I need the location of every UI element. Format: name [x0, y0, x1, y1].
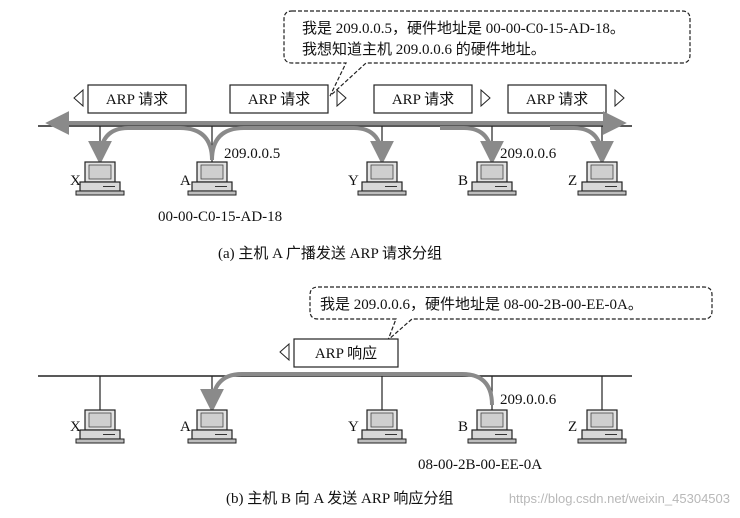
- panel-a-speech-bubble: 我是 209.0.0.5，硬件地址是 00-00-C0-15-AD-18。 我想…: [283, 10, 691, 97]
- mac-a-label: 00-00-C0-15-AD-18: [158, 209, 282, 225]
- host-z-a: [577, 161, 627, 196]
- arp-reply-box: ARP 响应: [279, 338, 399, 368]
- host-label-a-b: A: [180, 419, 191, 435]
- host-y-b: [357, 409, 407, 444]
- mac-b-label: 08-00-2B-00-EE-0A: [418, 457, 542, 473]
- host-label-x-b: X: [70, 419, 81, 435]
- host-label-x-a: X: [70, 173, 81, 189]
- broadcast-arrows-a: [45, 111, 627, 165]
- bubble-a-line1: 我是 209.0.0.5，硬件地址是 00-00-C0-15-AD-18。: [302, 20, 625, 37]
- arp-request-label-3: ARP 请求: [392, 91, 454, 108]
- panel-b-speech-bubble: 我是 209.0.0.6，硬件地址是 08-00-2B-00-EE-0A。: [309, 286, 713, 341]
- watermark: https://blog.csdn.net/weixin_45304503: [509, 491, 730, 506]
- arp-reply-label: ARP 响应: [315, 344, 377, 362]
- host-label-y-b: Y: [348, 419, 359, 435]
- bubble-a-line2: 我想知道主机 209.0.0.6 的硬件地址。: [302, 41, 546, 58]
- arp-request-box-4: ARP 请求: [507, 84, 625, 114]
- host-z-b: [577, 409, 627, 444]
- host-a-b: [187, 409, 237, 444]
- host-label-z-b: Z: [568, 419, 577, 435]
- host-x-a: [75, 161, 125, 196]
- host-b-b: [467, 409, 517, 444]
- arp-request-box-1: ARP 请求: [73, 84, 187, 114]
- panel-b: 我是 209.0.0.6，硬件地址是 08-00-2B-00-EE-0A。 AR…: [38, 286, 713, 507]
- host-label-a-a: A: [180, 173, 191, 189]
- host-y-a: [357, 161, 407, 196]
- caption-b: (b) 主机 B 向 A 发送 ARP 响应分组: [226, 489, 453, 507]
- ip-b-label-a: 209.0.0.6: [500, 146, 557, 162]
- host-x-b: [75, 409, 125, 444]
- arp-request-label-2: ARP 请求: [248, 91, 310, 108]
- host-label-z-a: Z: [568, 173, 577, 189]
- ip-a-label: 209.0.0.5: [224, 146, 280, 162]
- arp-request-label-1: ARP 请求: [106, 91, 168, 108]
- panel-a: 我是 209.0.0.5，硬件地址是 00-00-C0-15-AD-18。 我想…: [38, 10, 691, 262]
- host-b-a: [467, 161, 517, 196]
- host-label-b-b: B: [458, 419, 468, 435]
- host-label-b-a: B: [458, 173, 468, 189]
- arp-request-box-3: ARP 请求: [373, 84, 491, 114]
- arp-request-box-2: ARP 请求: [229, 84, 347, 114]
- ip-b-label-b: 209.0.0.6: [500, 392, 557, 408]
- host-a-a: [187, 161, 237, 196]
- reply-arrow-b: [200, 372, 494, 413]
- host-label-y-a: Y: [348, 173, 359, 189]
- caption-a: (a) 主机 A 广播发送 ARP 请求分组: [218, 245, 442, 262]
- bubble-b-line1: 我是 209.0.0.6，硬件地址是 08-00-2B-00-EE-0A。: [320, 296, 643, 313]
- arp-request-label-4: ARP 请求: [526, 91, 588, 108]
